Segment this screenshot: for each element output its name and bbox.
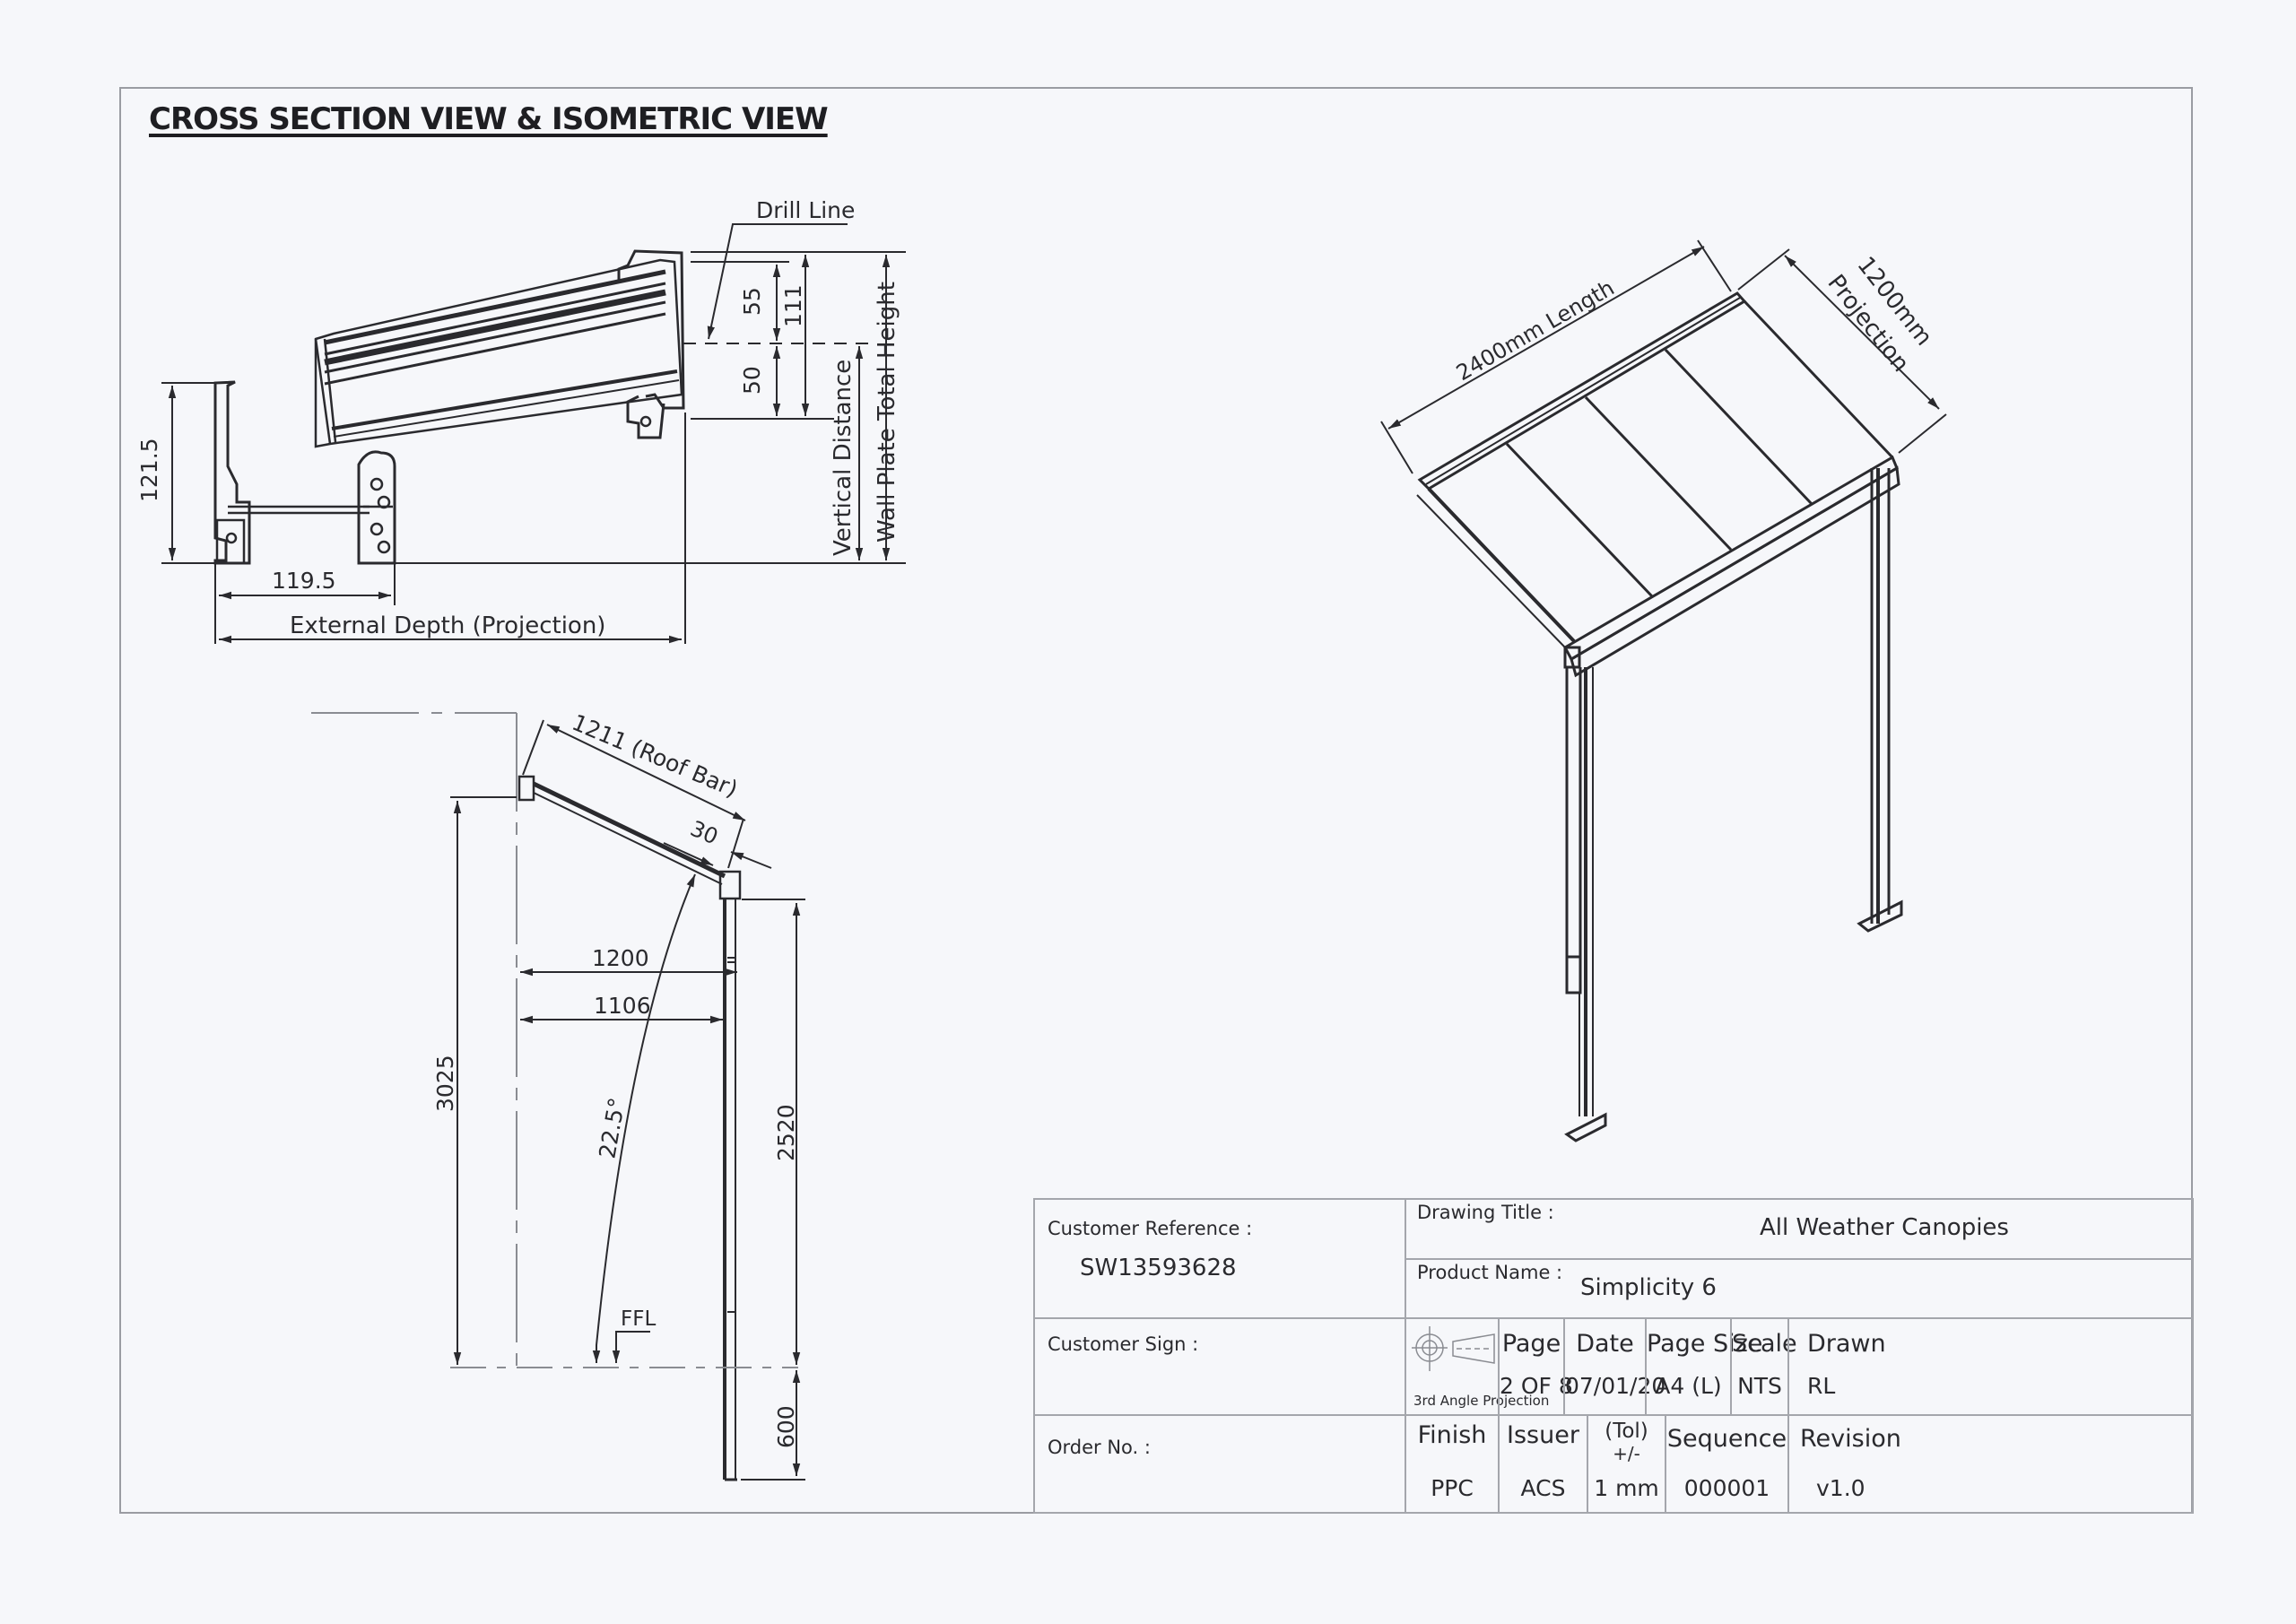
- issuer-value: ACS: [1520, 1475, 1566, 1501]
- dim-119-5: 119.5: [272, 568, 336, 594]
- product-name-label: Product Name :: [1417, 1262, 1563, 1283]
- title-block: Customer Reference : SW13593628 Customer…: [1033, 1198, 2194, 1514]
- angle-label: 22.5°: [594, 1096, 630, 1160]
- ffl-label: FFL: [621, 1307, 656, 1331]
- customer-reference-cell: Customer Reference : SW13593628: [1033, 1198, 1406, 1319]
- cross-section-labels: Drill Line 55 50 111 121.5 119.5 Externa…: [136, 197, 900, 639]
- side-elevation-view: [311, 712, 805, 1481]
- finish-cell: Finish PPC: [1405, 1414, 1500, 1514]
- page-value: 2 OF 8: [1500, 1373, 1573, 1399]
- page-header: Page: [1501, 1330, 1561, 1358]
- order-no-label: Order No. :: [1048, 1437, 1151, 1458]
- issuer-header: Issuer: [1507, 1421, 1579, 1449]
- product-name-cell: Product Name : Simplicity 6: [1405, 1258, 2194, 1319]
- sequence-header: Sequence: [1666, 1425, 1787, 1453]
- dim-50: 50: [739, 366, 765, 395]
- drill-line-label: Drill Line: [756, 197, 855, 223]
- drawing-title-cell: Drawing Title : All Weather Canopies: [1405, 1198, 2194, 1260]
- page-size-cell: Page Size A4 (L): [1645, 1317, 1763, 1416]
- dim-55: 55: [739, 287, 765, 316]
- tolerance-cell: (Tol) +/- 1 mm: [1587, 1414, 1666, 1514]
- dim-3025: 3025: [432, 1055, 458, 1112]
- finish-value: PPC: [1431, 1475, 1474, 1501]
- customer-sign-cell: Customer Sign :: [1033, 1317, 1406, 1416]
- drawing-title-label: Drawing Title :: [1417, 1202, 1554, 1223]
- date-cell: Date 07/01/20: [1563, 1317, 1666, 1416]
- drawn-header: Drawn: [1807, 1330, 1886, 1358]
- product-name-value: Simplicity 6: [1580, 1274, 1717, 1301]
- tolerance-header: (Tol): [1605, 1420, 1648, 1443]
- vertical-distance-label: Vertical Distance: [830, 360, 857, 556]
- wall-plate-height-label: Wall Plate Total Height: [874, 282, 900, 543]
- roof-bar-dim: 1211 (Roof Bar): [569, 709, 742, 803]
- drawn-cell: Drawn RL: [1787, 1317, 2194, 1416]
- order-no-cell: Order No. :: [1033, 1414, 1406, 1514]
- dim-121-5: 121.5: [136, 438, 162, 502]
- cross-section-view: [161, 223, 906, 644]
- third-angle-projection-icon: [1412, 1326, 1495, 1371]
- page-size-value: A4 (L): [1655, 1373, 1722, 1399]
- dim-600: 600: [773, 1405, 799, 1448]
- date-value: 07/01/20: [1565, 1373, 1666, 1399]
- revision-header: Revision: [1800, 1425, 1901, 1453]
- issuer-cell: Issuer ACS: [1498, 1414, 1588, 1514]
- dim-1200: 1200: [592, 945, 649, 971]
- finish-header: Finish: [1417, 1421, 1487, 1449]
- dim-30: 30: [687, 816, 722, 850]
- page-size-header: Page Size: [1647, 1330, 1763, 1358]
- page-cell: Page 2 OF 8: [1498, 1317, 1573, 1416]
- sequence-value: 000001: [1683, 1475, 1770, 1501]
- external-depth-label: External Depth (Projection): [290, 612, 605, 639]
- drawn-value: RL: [1807, 1373, 1836, 1399]
- tolerance-plusminus: +/-: [1613, 1443, 1640, 1464]
- length-label: 2400mm Length: [1452, 275, 1619, 386]
- projection-symbol-cell: 3rd Angle Projection: [1405, 1317, 1549, 1416]
- drawing-title-value: All Weather Canopies: [1760, 1214, 2009, 1241]
- customer-reference-value: SW13593628: [1080, 1255, 1237, 1281]
- revision-cell: Revision v1.0: [1787, 1414, 2194, 1514]
- projection-symbol-label: 3rd Angle Projection: [1413, 1393, 1550, 1409]
- tolerance-value: 1 mm: [1594, 1475, 1659, 1501]
- scale-header: Scale: [1732, 1330, 1797, 1358]
- scale-cell: Scale NTS: [1730, 1317, 1797, 1416]
- dim-1106: 1106: [594, 993, 651, 1019]
- customer-reference-label: Customer Reference :: [1048, 1218, 1253, 1239]
- revision-value: v1.0: [1816, 1475, 1866, 1501]
- sequence-cell: Sequence 000001: [1665, 1414, 1789, 1514]
- dim-111: 111: [780, 284, 806, 327]
- page-title: CROSS SECTION VIEW & ISOMETRIC VIEW: [149, 101, 829, 137]
- customer-sign-label: Customer Sign :: [1048, 1333, 1199, 1355]
- scale-value: NTS: [1737, 1373, 1782, 1399]
- isometric-view: [1380, 239, 1947, 1142]
- date-header: Date: [1576, 1330, 1634, 1358]
- dim-2520: 2520: [773, 1104, 799, 1161]
